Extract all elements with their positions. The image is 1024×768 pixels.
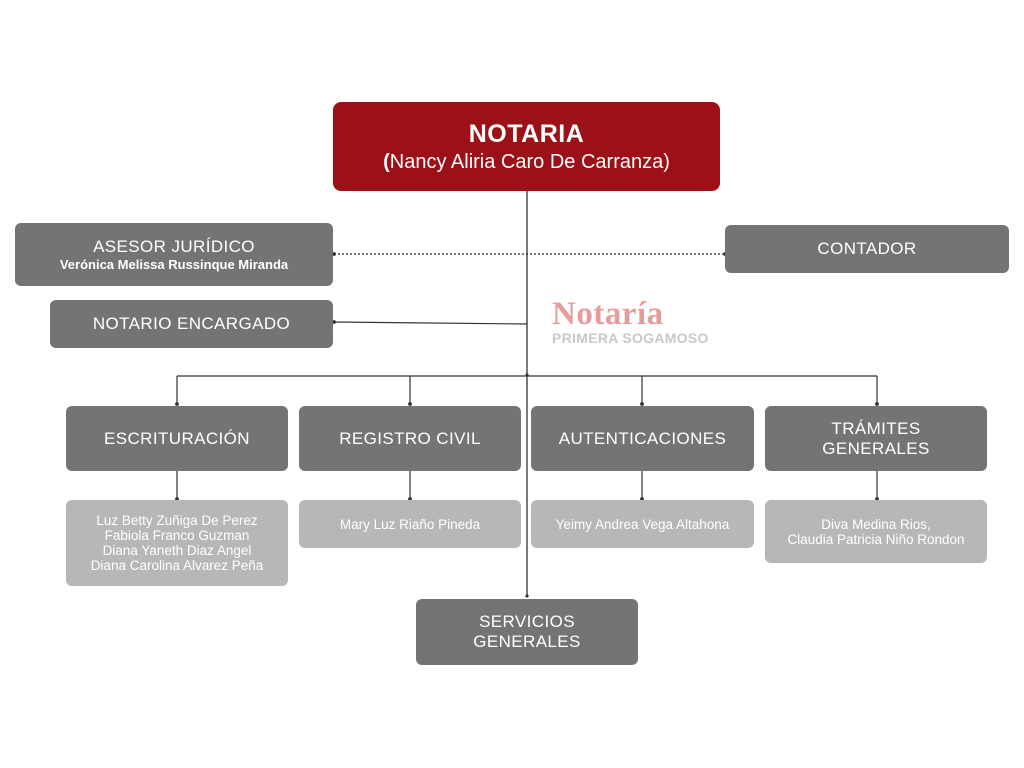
staff-name: Yeimy Andrea Vega Altahona [555,516,730,532]
servicios-line2: GENERALES [473,632,581,651]
department-title: AUTENTICACIONES [558,428,727,448]
contador-node: CONTADOR [725,225,1009,273]
contador-title: CONTADOR [817,239,917,258]
notario-encargado-title: NOTARIO ENCARGADO [92,314,291,333]
escrituracion-staff: Luz Betty Zuñiga De Perez Fabiola Franco… [66,500,288,586]
staff-name: Mary Luz Riaño Pineda [339,516,481,532]
notaria-root-node: NOTARIA (Nancy Aliria Caro De Carranza) [333,102,720,191]
staff-name: Diana Carolina Alvarez Peña [90,558,264,573]
department-title: REGISTRO CIVIL [339,428,481,448]
escrituracion-node: ESCRITURACIÓN [66,406,288,471]
autenticaciones-staff: Yeimy Andrea Vega Altahona [531,500,754,548]
asesor-name: Verónica Melissa Russinque Miranda [59,256,289,272]
staff-name: Diva Medina Rios, [821,516,931,532]
root-title: NOTARIA [468,119,585,148]
asesor-juridico-node: ASESOR JURÍDICO Verónica Melissa Russinq… [15,223,333,286]
department-title-line2: GENERALES [822,438,930,458]
servicios-line1: SERVICIOS [479,612,575,631]
registro-civil-node: REGISTRO CIVIL [299,406,521,471]
staff-name: Claudia Patricia Niño Rondon [787,531,965,547]
staff-name: Diana Yaneth Diaz Angel [102,543,252,558]
notaria-logo-watermark: Notaría PRIMERA SOGAMOSO [552,296,709,347]
root-subtitle: (Nancy Aliria Caro De Carranza) [383,150,670,173]
registro-civil-staff: Mary Luz Riaño Pineda [299,500,521,548]
autenticaciones-node: AUTENTICACIONES [531,406,754,471]
department-title: ESCRITURACIÓN [104,428,250,448]
notario-encargado-node: NOTARIO ENCARGADO [50,300,333,348]
staff-name: Fabiola Franco Guzman [104,528,250,543]
asesor-title: ASESOR JURÍDICO [93,236,255,256]
notario-encargado-line [332,320,528,325]
servicios-generales-node: SERVICIOS GENERALES [416,599,638,665]
tramites-generales-staff: Diva Medina Rios, Claudia Patricia Niño … [765,500,987,563]
staff-name: Luz Betty Zuñiga De Perez [96,513,258,528]
tramites-generales-node: TRÁMITES GENERALES [765,406,987,471]
department-title-line1: TRÁMITES [831,418,921,438]
